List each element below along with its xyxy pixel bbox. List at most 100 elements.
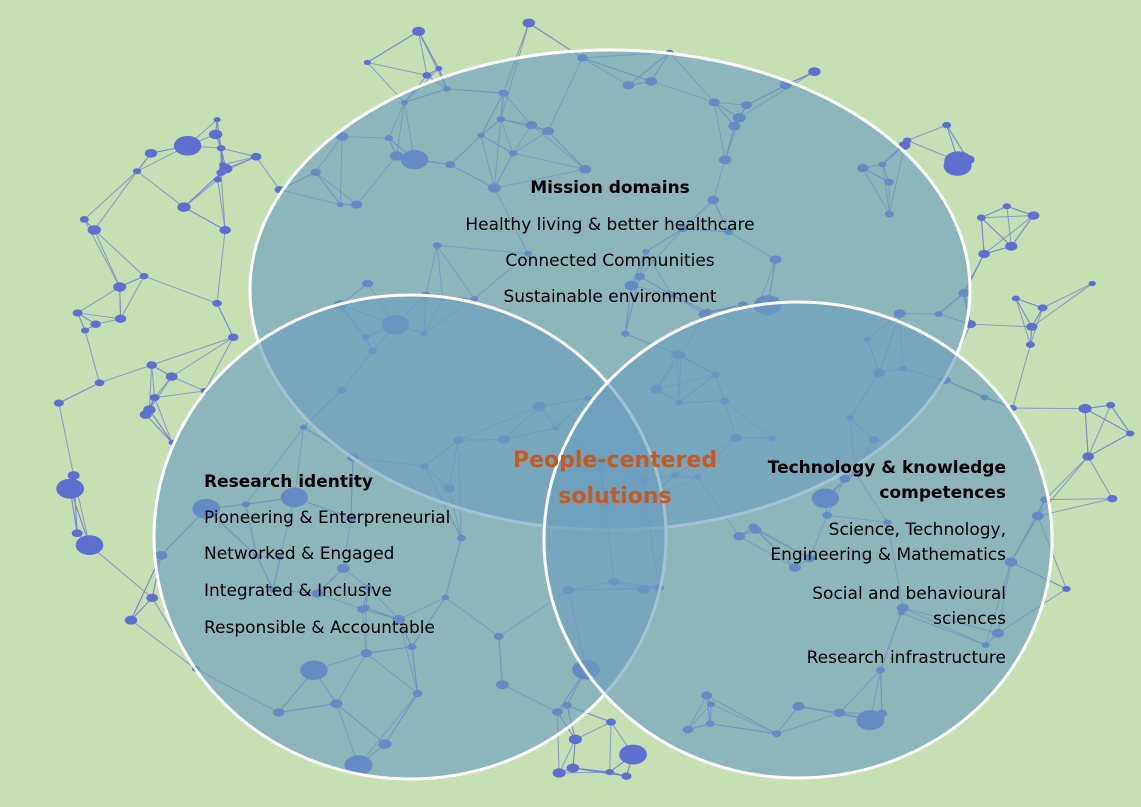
network-edge bbox=[1015, 298, 1031, 345]
network-node bbox=[412, 26, 425, 36]
network-node bbox=[208, 129, 223, 140]
network-edge bbox=[1044, 456, 1089, 501]
network-edge bbox=[1012, 407, 1086, 410]
network-edge bbox=[58, 382, 100, 404]
network-node bbox=[113, 282, 127, 292]
network-edge bbox=[130, 619, 197, 670]
network-edge bbox=[1042, 283, 1093, 309]
network-edge bbox=[1087, 433, 1131, 457]
network-node bbox=[522, 18, 536, 28]
network-edge bbox=[145, 414, 173, 443]
research-heading: Research identity bbox=[204, 472, 374, 492]
network-node bbox=[67, 471, 80, 480]
technology-item-infrastructure: Research infrastructure bbox=[806, 648, 1006, 668]
core-label-line2: solutions bbox=[558, 484, 672, 509]
network-edge bbox=[980, 217, 1012, 247]
venn-circles bbox=[152, 48, 1054, 781]
network-node bbox=[56, 478, 85, 499]
network-node bbox=[568, 734, 582, 745]
network-edge bbox=[981, 205, 1008, 219]
network-edge bbox=[217, 179, 226, 231]
network-edge bbox=[255, 156, 280, 190]
network-node bbox=[1088, 280, 1096, 287]
network-node bbox=[606, 718, 617, 726]
network-node bbox=[173, 135, 202, 156]
network-edge bbox=[148, 376, 173, 410]
network-node bbox=[219, 162, 227, 168]
network-node bbox=[1082, 452, 1094, 461]
network-edge bbox=[1087, 404, 1112, 457]
network-edge bbox=[93, 229, 145, 277]
network-node bbox=[1078, 403, 1092, 414]
network-edge bbox=[154, 390, 205, 399]
network-node bbox=[363, 59, 371, 66]
network-node bbox=[942, 121, 952, 129]
network-node bbox=[552, 768, 566, 778]
network-edge bbox=[980, 217, 985, 255]
network-node bbox=[124, 615, 138, 625]
network-node bbox=[435, 66, 443, 72]
network-edge bbox=[367, 61, 428, 76]
network-edge bbox=[216, 230, 226, 304]
network-edge bbox=[1044, 498, 1113, 501]
network-node bbox=[165, 372, 178, 381]
network-node bbox=[79, 216, 89, 223]
network-edge bbox=[220, 147, 257, 158]
network-edge bbox=[151, 336, 234, 366]
network-node bbox=[94, 379, 105, 387]
network-node bbox=[90, 320, 101, 329]
network-edge bbox=[77, 312, 121, 320]
network-edge bbox=[216, 303, 234, 338]
network-node bbox=[978, 249, 990, 259]
network-node bbox=[605, 769, 615, 776]
network-edge bbox=[1012, 344, 1031, 409]
network-edge bbox=[58, 402, 75, 476]
network-edge bbox=[151, 364, 156, 398]
network-node bbox=[146, 361, 157, 369]
network-edge bbox=[367, 30, 419, 63]
network-node bbox=[1037, 304, 1048, 312]
technology-item-stem-line1: Science, Technology, bbox=[828, 520, 1006, 540]
network-node bbox=[902, 137, 912, 144]
network-edge bbox=[970, 323, 1032, 328]
network-edge bbox=[907, 124, 947, 141]
network-edge bbox=[120, 275, 145, 319]
network-node bbox=[75, 535, 104, 555]
research-item-integrated: Integrated & Inclusive bbox=[204, 581, 392, 601]
network-node bbox=[87, 225, 101, 235]
network-edge bbox=[220, 172, 226, 231]
network-node bbox=[146, 593, 159, 603]
network-edge bbox=[1110, 404, 1131, 434]
network-node bbox=[72, 309, 83, 317]
network-node bbox=[619, 744, 647, 765]
network-edge bbox=[93, 229, 121, 288]
network-edge bbox=[1015, 297, 1043, 309]
network-node bbox=[1026, 322, 1038, 331]
research-item-responsible: Responsible & Accountable bbox=[204, 618, 435, 638]
network-node bbox=[139, 410, 152, 419]
network-edge bbox=[609, 722, 612, 773]
network-edge bbox=[83, 170, 138, 220]
network-edge bbox=[183, 206, 226, 231]
network-node bbox=[144, 148, 158, 158]
mission-item-sustainable-environment: Sustainable environment bbox=[503, 287, 717, 307]
network-edge bbox=[559, 771, 610, 774]
network-node bbox=[228, 333, 239, 342]
network-edge bbox=[1006, 206, 1012, 247]
network-node bbox=[53, 399, 64, 407]
technology-item-social-line2: sciences bbox=[933, 609, 1006, 629]
network-node bbox=[808, 67, 821, 77]
network-node bbox=[566, 763, 580, 773]
network-edge bbox=[1084, 408, 1089, 457]
network-node bbox=[212, 299, 222, 307]
network-node bbox=[943, 155, 972, 176]
network-node bbox=[1025, 341, 1035, 348]
core-label-line1: People-centered bbox=[512, 448, 718, 473]
mission-heading: Mission domains bbox=[530, 178, 690, 198]
network-edge bbox=[558, 739, 576, 774]
network-node bbox=[177, 202, 191, 212]
network-edge bbox=[119, 286, 122, 319]
network-edge bbox=[99, 364, 152, 384]
